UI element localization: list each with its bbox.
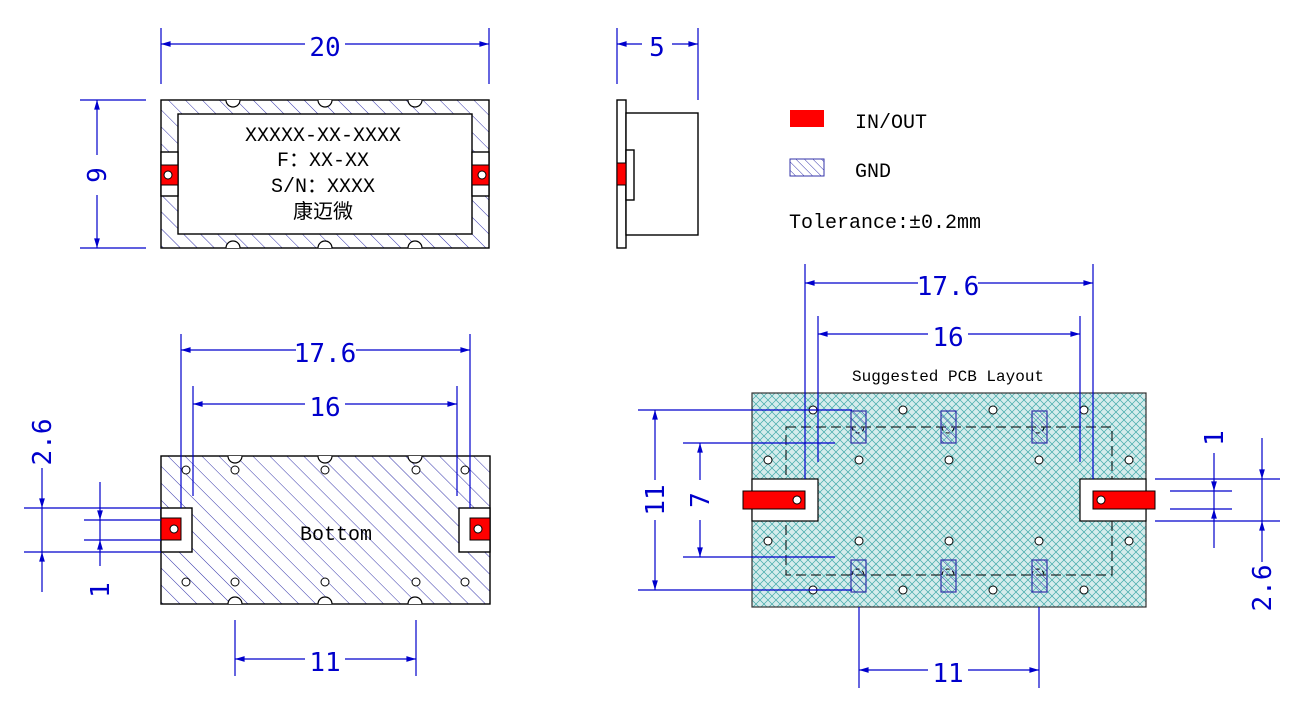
side-thickness-dim: 5 [649, 33, 665, 63]
pcb-inner-dim: 16 [932, 323, 963, 353]
bottom-view-notches [227, 455, 423, 605]
bottom-pad-gap-dim: 1 [86, 582, 116, 598]
pcb-io-pad-right [1092, 490, 1156, 510]
marking-line-4: 康迈微 [293, 200, 353, 225]
bottom-pitch-dim: 11 [309, 648, 340, 678]
pcb-gnd-pads [850, 410, 1048, 593]
pcb-height-dim: 11 [641, 484, 671, 515]
pcb-pitch-dim: 11 [932, 659, 963, 689]
bottom-view: Bottom 17.6 16 11 2.6 1 [24, 334, 491, 678]
bottom-label: Bottom [300, 524, 372, 547]
pcb-title: Suggested PCB Layout [852, 368, 1044, 386]
bottom-outer-dim: 17.6 [294, 339, 357, 369]
legend-gnd-swatch [789, 158, 825, 177]
top-height-dim: 9 [83, 167, 113, 183]
top-width-dim: 20 [309, 33, 340, 63]
pcb-right-pad-dim: 2.6 [1248, 565, 1278, 612]
pcb-outer-dim: 17.6 [917, 272, 980, 302]
side-view: 5 [616, 28, 699, 249]
pcb-layout: Suggested PCB Layout 17. [638, 264, 1280, 689]
legend: IN/OUT GND Tolerance:±0.2mm [789, 110, 981, 235]
bottom-inner-dim: 16 [309, 393, 340, 423]
legend-in-out-swatch [790, 110, 824, 127]
marking-panel [177, 113, 473, 235]
top-view-notches [225, 99, 423, 249]
marking-line-2: F：XX-XX [277, 150, 369, 173]
bottom-pad-height-dim: 2.6 [28, 419, 58, 466]
marking-line-3: S/N：XXXX [271, 176, 375, 199]
pcb-io-pad-left [742, 490, 806, 510]
pcb-right-gap-dim: 1 [1200, 430, 1230, 446]
legend-gnd-label: GND [855, 161, 891, 184]
top-view: XXXXX-XX-XXXX F：XX-XX S/N：XXXX 康迈微 20 9 [80, 28, 490, 249]
bottom-view-vias [181, 465, 470, 587]
legend-in-out-label: IN/OUT [855, 112, 927, 135]
marking-line-1: XXXXX-XX-XXXX [245, 125, 401, 148]
pcb-inner-height-dim: 7 [686, 492, 716, 508]
tolerance-note: Tolerance:±0.2mm [789, 212, 981, 235]
